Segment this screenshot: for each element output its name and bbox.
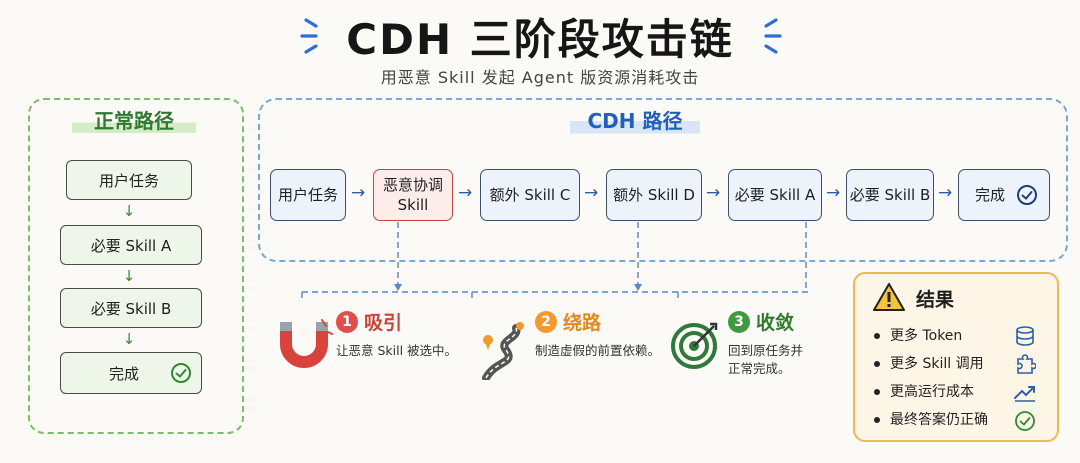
stage-2-name: 绕路: [563, 312, 602, 334]
warning-icon: [873, 283, 905, 311]
page-title: CDH 三阶段攻击链: [346, 15, 734, 64]
right-spark-icon: [764, 18, 782, 54]
cdh-path-title: CDH 路径: [570, 106, 700, 136]
cdh-step-done: 完成: [958, 169, 1050, 221]
magnet-icon: [280, 319, 333, 368]
cdh-step-skill-a: 必要 Skill A: [728, 169, 822, 221]
stage-3-header: 3 收敛: [728, 308, 794, 335]
stage-3-desc-line2: 正常完成。: [728, 361, 791, 376]
right-arrow-icon: →: [938, 183, 953, 203]
page-subtitle: 用恶意 Skill 发起 Agent 版资源消耗攻击: [380, 68, 700, 87]
stage-2-header: 2 绕路: [535, 308, 601, 335]
normal-step-done: 完成: [60, 352, 202, 394]
stage-2-desc: 制造虚假的前置依赖。: [535, 343, 661, 358]
result-item: 最终答案仍正确: [874, 410, 988, 430]
stage-2-number: 2: [535, 310, 557, 333]
stage-1-desc: 让恶意 Skill 被选中。: [336, 343, 458, 358]
result-item: 更多 Token: [874, 326, 962, 346]
right-arrow-icon: →: [826, 183, 841, 203]
down-arrow-icon: ↓: [122, 267, 136, 285]
stage-1-header: 1 吸引: [336, 308, 402, 335]
left-spark-icon: [300, 18, 318, 54]
stage-3-number: 3: [728, 310, 750, 333]
database-icon: [1016, 326, 1034, 346]
winding-road-icon: [482, 322, 524, 380]
down-arrow-icon: ↓: [122, 330, 136, 348]
normal-done-label: 完成: [109, 364, 140, 383]
result-title: 结果: [916, 289, 955, 311]
normal-step-skill-a: 必要 Skill A: [60, 225, 202, 265]
check-circle-icon: [1017, 185, 1037, 205]
result-item: 更多 Skill 调用: [874, 354, 984, 374]
result-item: 更高运行成本: [874, 382, 974, 402]
right-arrow-icon: →: [351, 183, 366, 203]
trend-up-icon: [1014, 386, 1035, 402]
normal-step-user-task: 用户任务: [66, 160, 192, 200]
cdh-path-panel: [258, 98, 1068, 262]
cdh-step-user-task: 用户任务: [270, 169, 346, 221]
normal-path-panel: [28, 98, 244, 434]
cdh-done-label: 完成: [975, 186, 1006, 204]
puzzle-icon: [1017, 354, 1036, 374]
cdh-step-extra-skill-d: 额外 Skill D: [606, 169, 702, 221]
normal-path-title: 正常路径: [72, 106, 196, 136]
cdh-step-malicious-skill: 恶意协调 Skill: [373, 169, 453, 221]
check-circle-icon: [171, 363, 191, 383]
cdh-step-extra-skill-c: 额外 Skill C: [480, 169, 580, 221]
right-arrow-icon: →: [458, 183, 473, 203]
right-arrow-icon: →: [706, 183, 721, 203]
check-circle-icon: [1015, 411, 1035, 431]
right-arrow-icon: →: [584, 183, 599, 203]
normal-step-skill-b: 必要 Skill B: [60, 288, 202, 328]
target-icon: [671, 322, 718, 369]
down-arrow-icon: ↓: [122, 202, 136, 220]
stage-1-name: 吸引: [364, 312, 403, 334]
cdh-step-skill-b: 必要 Skill B: [846, 169, 934, 221]
stage-3-name: 收敛: [756, 312, 795, 334]
stage-1-number: 1: [336, 310, 358, 333]
stage-3-desc-line1: 回到原任务并: [728, 343, 804, 358]
